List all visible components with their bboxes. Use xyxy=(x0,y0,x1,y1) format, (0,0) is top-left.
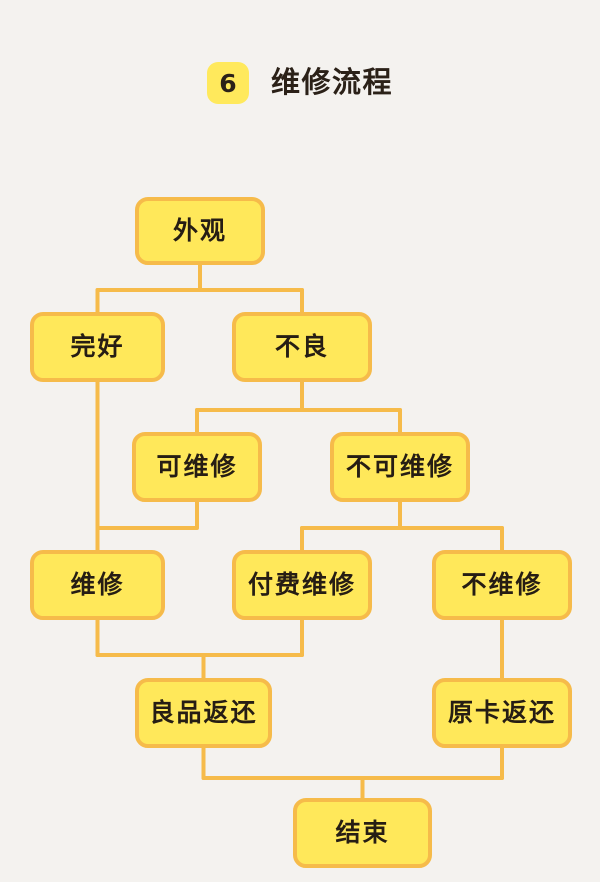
flow-node-repair[interactable]: 维修 xyxy=(30,550,165,620)
flow-node-appearance[interactable]: 外观 xyxy=(135,197,265,265)
flow-node-label: 付费维修 xyxy=(248,573,356,598)
flow-node-paid-repair[interactable]: 付费维修 xyxy=(232,550,372,620)
flow-node-repairable[interactable]: 可维修 xyxy=(132,432,262,502)
flow-node-card-return[interactable]: 原卡返还 xyxy=(432,678,572,748)
flow-node-defective[interactable]: 不良 xyxy=(232,312,372,382)
flow-node-label: 结束 xyxy=(335,821,389,846)
flow-node-unrepairable[interactable]: 不可维修 xyxy=(330,432,470,502)
flow-node-label: 外观 xyxy=(173,219,227,244)
flow-node-label: 不维修 xyxy=(461,573,542,598)
flow-node-label: 不可维修 xyxy=(346,455,454,480)
flow-node-label: 原卡返还 xyxy=(448,701,556,726)
flow-node-label: 维修 xyxy=(70,573,124,598)
flow-node-good[interactable]: 完好 xyxy=(30,312,165,382)
flow-node-label: 良品返还 xyxy=(149,701,257,726)
edge-repairable-repair xyxy=(98,502,198,528)
flow-node-label: 可维修 xyxy=(156,455,237,480)
flow-node-no-repair[interactable]: 不维修 xyxy=(432,550,572,620)
flow-node-good-return[interactable]: 良品返还 xyxy=(135,678,272,748)
flow-node-label: 完好 xyxy=(70,335,124,360)
flow-node-end[interactable]: 结束 xyxy=(293,798,432,868)
flow-node-label: 不良 xyxy=(275,335,329,360)
